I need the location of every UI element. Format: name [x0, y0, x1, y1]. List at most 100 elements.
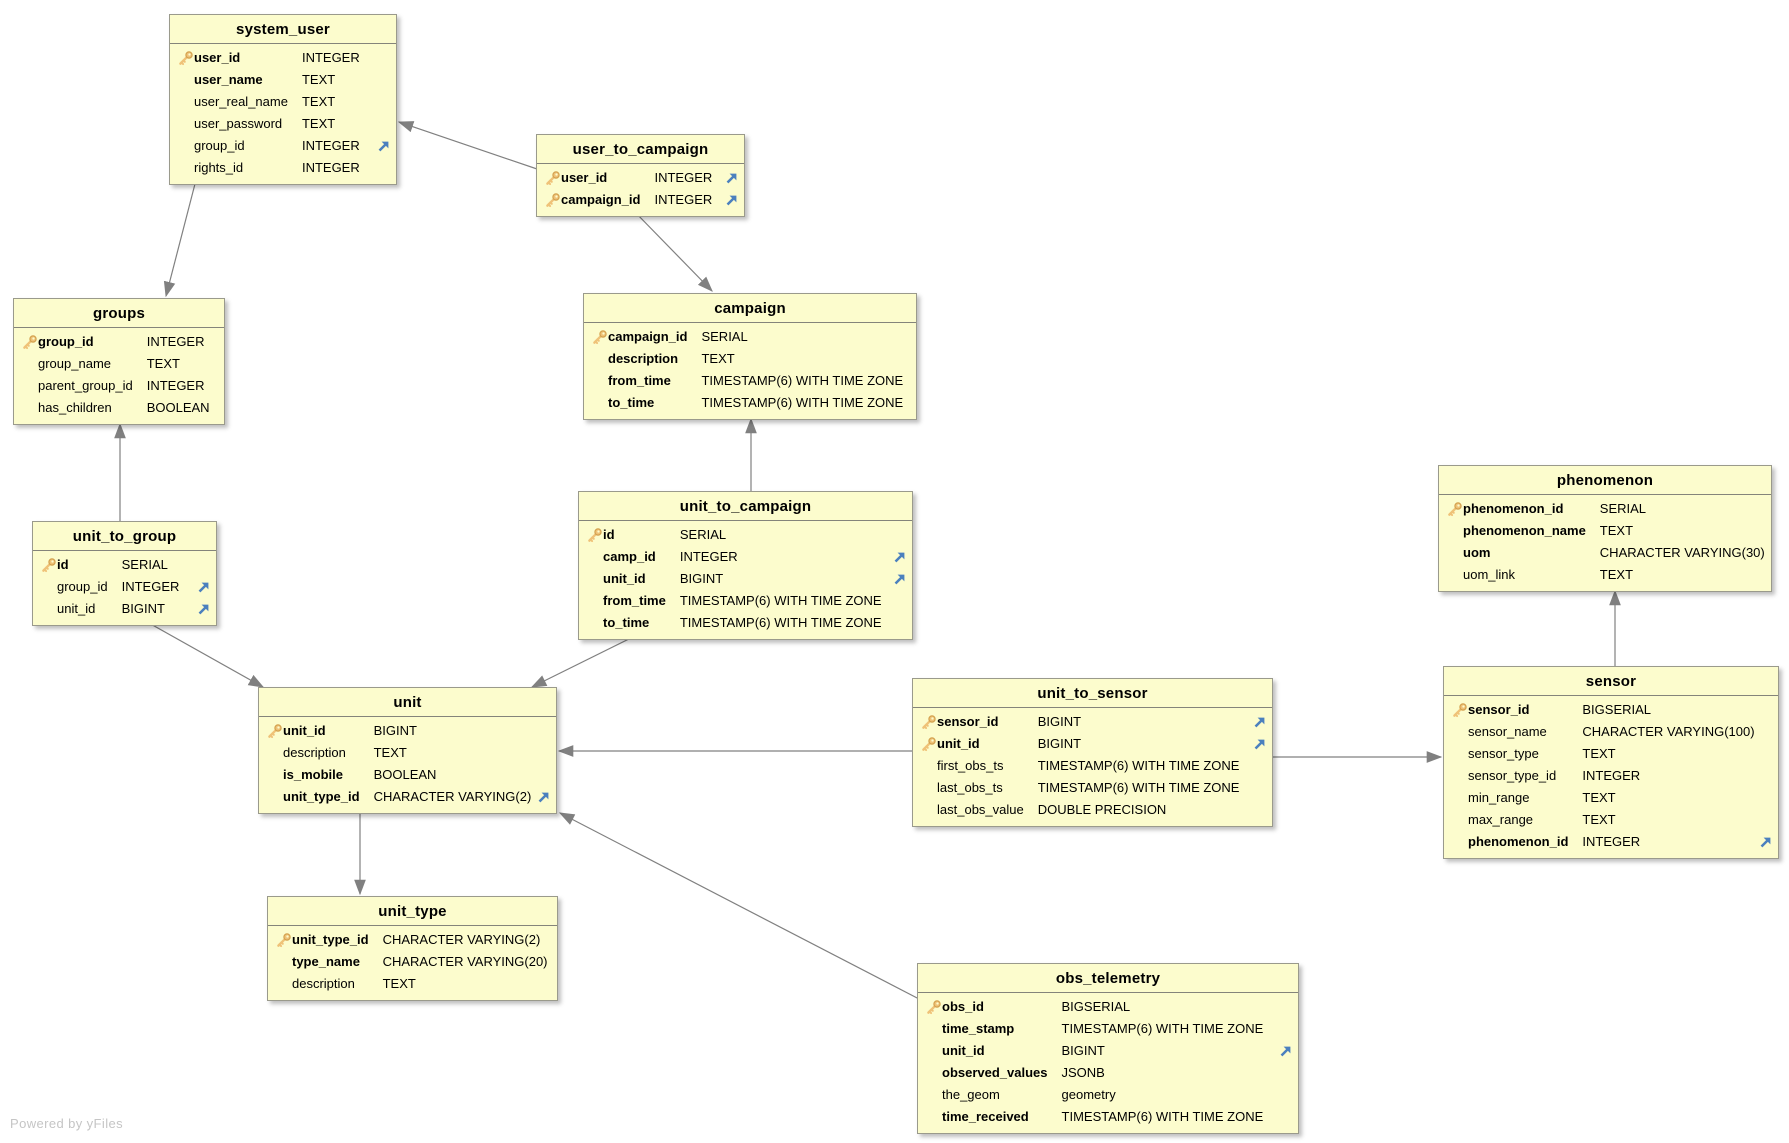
primary-key-icon	[14, 331, 38, 353]
field-name: unit_type_id	[283, 789, 360, 804]
table-title-unit_to_campaign: unit_to_campaign	[579, 492, 912, 521]
field-type: INTEGER	[121, 579, 180, 594]
field-name: time_stamp	[942, 1021, 1015, 1036]
field-type: TIMESTAMP(6) WITH TIME ZONE	[1037, 780, 1240, 795]
primary-key-icon	[537, 167, 561, 189]
field-type: DOUBLE PRECISION	[1037, 802, 1167, 817]
table-title-unit_to_sensor: unit_to_sensor	[913, 679, 1272, 708]
field-name: unit_id	[937, 736, 980, 751]
field-type: TEXT	[1599, 567, 1634, 582]
field-type: BIGINT	[679, 571, 724, 586]
primary-key-icon	[268, 929, 292, 951]
field-name: last_obs_ts	[937, 780, 1003, 795]
key-column-spacer	[1444, 831, 1468, 853]
key-column-spacer	[14, 375, 38, 397]
key-column-spacer	[1444, 787, 1468, 809]
primary-key-icon	[170, 47, 194, 69]
fk-column-spacer	[196, 554, 216, 576]
key-column-spacer	[913, 799, 937, 821]
field-type: INTEGER	[654, 192, 713, 207]
field-name: uom	[1463, 545, 1491, 560]
primary-key-icon	[913, 733, 937, 755]
table-title-system_user: system_user	[170, 15, 396, 44]
field-name: phenomenon_id	[1468, 834, 1569, 849]
field-name: time_received	[942, 1109, 1029, 1124]
primary-key-icon	[33, 554, 57, 576]
field-name: user_id	[194, 50, 241, 65]
field-type: CHARACTER VARYING(20)	[382, 954, 548, 969]
field-type: SERIAL	[701, 329, 748, 344]
field-type: geometry	[1061, 1087, 1116, 1102]
key-column-spacer	[913, 777, 937, 799]
field-type: BOOLEAN	[373, 767, 437, 782]
key-column-spacer	[170, 69, 194, 91]
key-column-spacer	[170, 135, 194, 157]
fk-column-spacer	[1765, 542, 1771, 564]
field-type: TEXT	[301, 116, 336, 131]
key-column-spacer	[14, 397, 38, 419]
field-type: TIMESTAMP(6) WITH TIME ZONE	[701, 373, 904, 388]
field-type: INTEGER	[301, 160, 360, 175]
fk-column-spacer	[218, 353, 224, 375]
fk-column-spacer	[376, 47, 396, 69]
field-type: TEXT	[146, 356, 180, 371]
field-type: INTEGER	[301, 138, 360, 153]
field-type: TEXT	[1599, 523, 1634, 538]
primary-key-icon	[1444, 699, 1468, 721]
fk-column-spacer	[910, 348, 916, 370]
key-column-spacer	[579, 568, 603, 590]
key-column-spacer	[268, 973, 292, 995]
field-type: TEXT	[1582, 746, 1616, 761]
field-type: BIGINT	[373, 723, 417, 738]
fk-column-spacer	[910, 392, 916, 414]
key-column-spacer	[584, 392, 608, 414]
field-type: TEXT	[301, 94, 336, 109]
field-name: unit_type_id	[292, 932, 369, 947]
fk-column-spacer	[218, 331, 224, 353]
field-name: from_time	[603, 593, 666, 608]
key-column-spacer	[259, 742, 283, 764]
primary-key-icon	[584, 326, 608, 348]
key-column-spacer	[918, 1018, 942, 1040]
field-type: SERIAL	[121, 557, 168, 572]
field-type: CHARACTER VARYING(30)	[1599, 545, 1765, 560]
key-column-spacer	[579, 546, 603, 568]
field-name: sensor_id	[937, 714, 999, 729]
key-column-spacer	[1444, 765, 1468, 787]
fk-column-spacer	[1758, 809, 1778, 831]
edge-user_to_campaign-to-system_user	[397, 121, 541, 171]
key-column-spacer	[259, 786, 283, 808]
field-name: unit_id	[942, 1043, 985, 1058]
primary-key-icon	[537, 189, 561, 211]
powered-by-watermark[interactable]: Powered by yFiles	[10, 1116, 124, 1131]
